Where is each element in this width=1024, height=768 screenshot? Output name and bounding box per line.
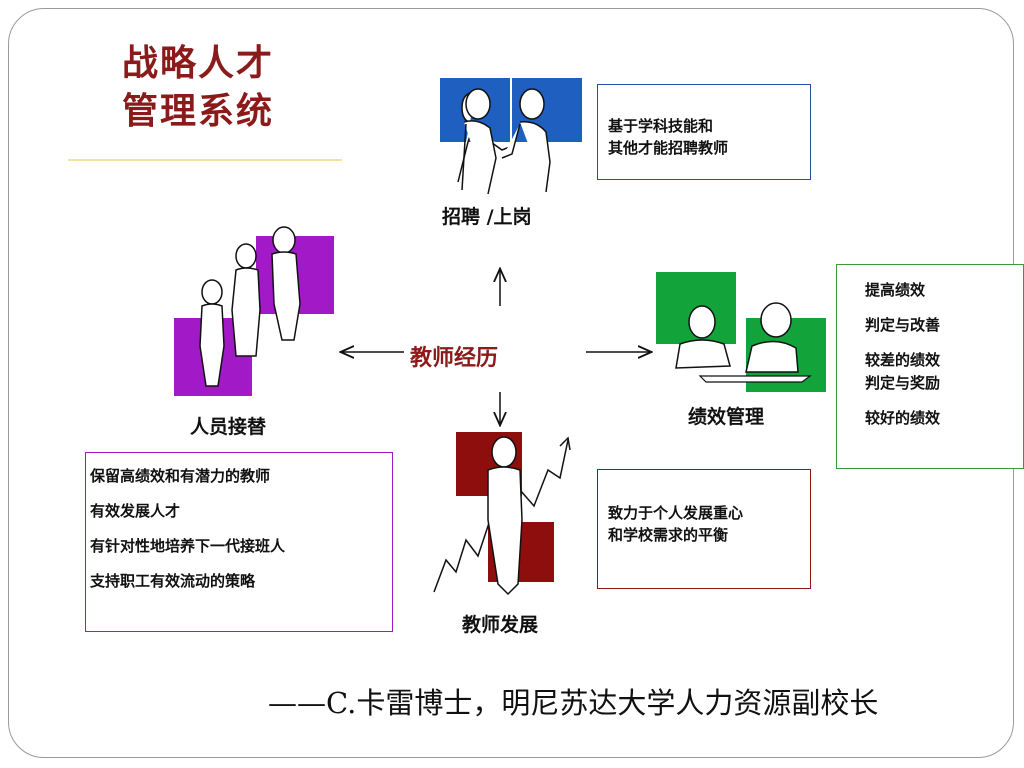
succession-desc-line: 支持职工有效流动的策略	[90, 572, 256, 590]
development-illustration	[433, 432, 571, 596]
succession-desc-line: 有针对性地培养下一代接班人	[90, 537, 286, 555]
handshake-illustration	[440, 78, 582, 195]
performance-desc-line: 判定与奖励	[865, 374, 941, 392]
node-succession: 人员接替	[190, 416, 267, 438]
succession-desc-line: 保留高绩效和有潜力的教师	[90, 467, 271, 485]
title-line-2: 管理系统	[122, 91, 275, 132]
recruit-description-box: 基于学科技能和 其他才能招聘教师	[597, 84, 811, 180]
succession-illustration	[174, 226, 334, 396]
performance-illustration	[656, 272, 826, 392]
attribution-quote: ——C.卡雷博士，明尼苏达大学人力资源副校长	[268, 686, 879, 720]
performance-desc-line: 提高绩效	[865, 281, 926, 299]
title-divider	[68, 159, 342, 161]
title-line-1: 战略人才	[122, 43, 275, 84]
development-description-box: 致力于个人发展重心 和学校需求的平衡	[597, 469, 811, 589]
node-recruit: 招聘 /上岗	[442, 206, 532, 228]
development-desc-line: 和学校需求的平衡	[608, 526, 729, 544]
development-desc-line: 致力于个人发展重心	[608, 504, 744, 522]
center-label: 教师经历	[410, 346, 499, 371]
performance-desc-line: 较差的绩效	[865, 351, 941, 369]
performance-description-box: 提高绩效 判定与改善 较差的绩效 判定与奖励 较好的绩效	[836, 264, 1024, 469]
page-title: 战略人才 管理系统	[122, 40, 274, 136]
recruit-desc-line: 基于学科技能和	[608, 117, 714, 135]
performance-desc-line: 较好的绩效	[865, 409, 941, 427]
succession-description-box: 保留高绩效和有潜力的教师 有效发展人才 有针对性地培养下一代接班人 支持职工有效…	[85, 452, 393, 632]
node-performance: 绩效管理	[688, 406, 765, 428]
performance-desc-line: 判定与改善	[865, 316, 941, 334]
recruit-desc-line: 其他才能招聘教师	[608, 139, 729, 157]
succession-desc-line: 有效发展人才	[90, 502, 181, 520]
node-development: 教师发展	[462, 614, 539, 636]
